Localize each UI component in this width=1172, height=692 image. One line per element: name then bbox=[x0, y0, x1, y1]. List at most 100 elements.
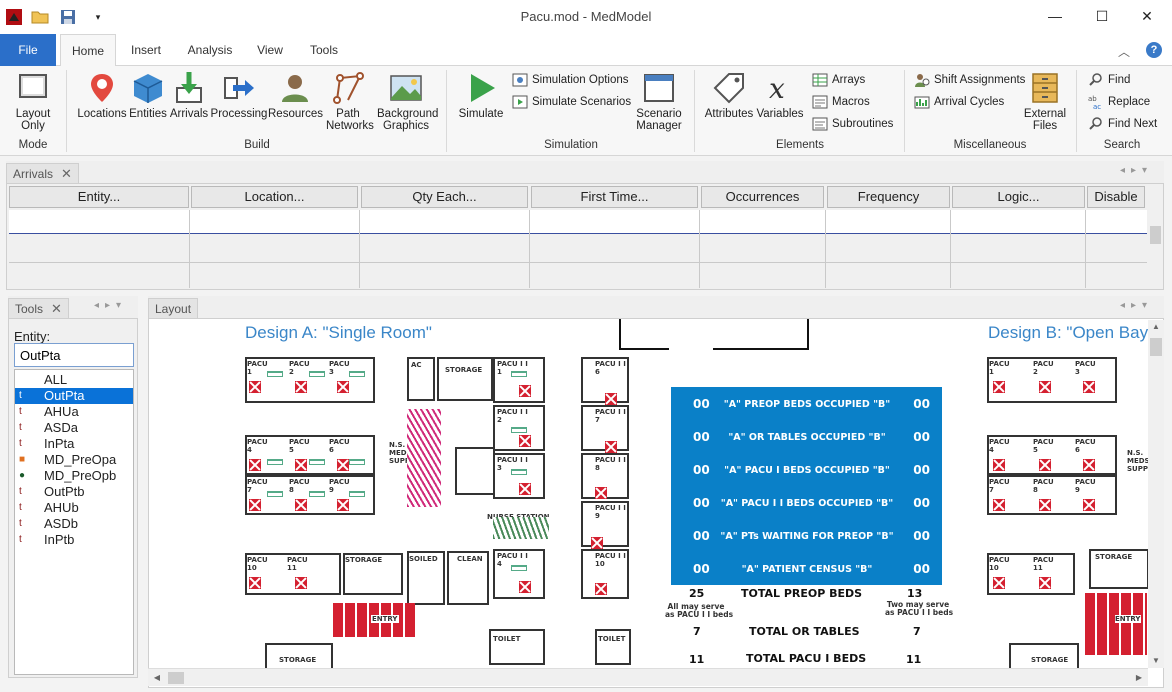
processing-button[interactable]: Processing bbox=[210, 70, 268, 120]
room-soiled[interactable] bbox=[407, 551, 445, 605]
external-files-button[interactable]: External Files bbox=[1020, 70, 1070, 132]
table-row[interactable] bbox=[9, 210, 1147, 234]
column-header-location[interactable]: Location... bbox=[191, 186, 358, 208]
column-header-entity[interactable]: Entity... bbox=[9, 186, 189, 208]
room-toilet-a[interactable] bbox=[489, 629, 545, 665]
tab-file[interactable]: File bbox=[0, 34, 56, 66]
save-icon[interactable] bbox=[58, 7, 78, 27]
locations-button[interactable]: Locations bbox=[76, 70, 128, 120]
list-item[interactable]: ALL bbox=[15, 372, 133, 388]
help-icon[interactable]: ? bbox=[1146, 42, 1162, 58]
scroll-down-icon[interactable]: ▼ bbox=[1152, 656, 1160, 665]
entity-input[interactable] bbox=[14, 343, 134, 367]
column-header-first-time[interactable]: First Time... bbox=[531, 186, 698, 208]
room-ac[interactable] bbox=[407, 357, 435, 401]
nurse-station-core[interactable] bbox=[455, 447, 495, 495]
tab-home[interactable]: Home bbox=[60, 34, 116, 67]
scroll-up-icon[interactable]: ▲ bbox=[1152, 322, 1160, 331]
census-value-b: 00 bbox=[913, 397, 930, 411]
column-header-occurrences[interactable]: Occurrences bbox=[701, 186, 824, 208]
scroll-left-icon[interactable]: ◀ bbox=[153, 673, 161, 682]
tab-tools-panel[interactable]: Tools ✕ bbox=[8, 298, 69, 318]
room-pacu-ii-4[interactable] bbox=[493, 549, 545, 599]
simulate-button[interactable]: Simulate bbox=[456, 70, 506, 120]
room-storage-b[interactable] bbox=[437, 357, 493, 401]
simulation-options-button[interactable]: Simulation Options bbox=[512, 70, 629, 90]
room-pacu-ii-1[interactable] bbox=[493, 357, 545, 403]
room-clean[interactable] bbox=[447, 551, 489, 605]
tab-analysis[interactable]: Analysis bbox=[187, 43, 233, 57]
room-toilet-b[interactable] bbox=[595, 629, 631, 665]
arrivals-table[interactable]: Entity... Location... Qty Each... First … bbox=[6, 183, 1164, 290]
collapse-ribbon-icon[interactable]: ︿ bbox=[1118, 45, 1131, 59]
room-pacu-b-row-3[interactable] bbox=[987, 475, 1117, 515]
find-next-button[interactable]: Find Next bbox=[1088, 114, 1157, 134]
column-header-qty-each[interactable]: Qty Each... bbox=[361, 186, 528, 208]
room-pacu-b-row-2[interactable] bbox=[987, 435, 1117, 475]
arrivals-button[interactable]: Arrivals bbox=[168, 70, 210, 120]
entities-button[interactable]: Entities bbox=[128, 70, 168, 120]
scroll-right-icon[interactable]: ▶ bbox=[1135, 673, 1143, 682]
close-tab-icon[interactable]: ✕ bbox=[61, 165, 72, 181]
tab-scroll-icon[interactable]: ◂▸▾ bbox=[94, 300, 128, 311]
cart-icon bbox=[349, 491, 365, 497]
column-header-disable[interactable]: Disable bbox=[1087, 186, 1145, 208]
path-networks-button[interactable]: Path Networks bbox=[322, 70, 374, 132]
room-pacu-row-1[interactable] bbox=[245, 357, 375, 403]
find-button[interactable]: Find bbox=[1088, 70, 1130, 90]
simulate-scenarios-button[interactable]: Simulate Scenarios bbox=[512, 92, 631, 112]
arrays-button[interactable]: Arrays bbox=[812, 70, 865, 90]
maximize-button[interactable]: ☐ bbox=[1095, 7, 1109, 24]
shift-assignments-button[interactable]: Shift Assignments bbox=[914, 70, 1025, 90]
room-pacu-ii-9[interactable] bbox=[581, 501, 629, 547]
customize-qat-icon[interactable]: ▾ bbox=[95, 11, 101, 22]
tab-scroll-icon[interactable]: ◂▸▾ bbox=[1120, 300, 1154, 311]
tab-scroll-icon[interactable]: ◂▸▾ bbox=[1120, 165, 1154, 176]
tab-view[interactable]: View bbox=[257, 43, 283, 57]
macros-button[interactable]: Macros bbox=[812, 92, 870, 112]
column-header-logic[interactable]: Logic... bbox=[952, 186, 1085, 208]
scroll-thumb[interactable] bbox=[1150, 338, 1162, 356]
resources-button[interactable]: Resources bbox=[268, 70, 323, 120]
column-header-frequency[interactable]: Frequency bbox=[827, 186, 950, 208]
list-item[interactable]: ■MD_PreOpa bbox=[15, 452, 133, 468]
layout-vertical-scrollbar[interactable]: ▲ ▼ bbox=[1148, 320, 1164, 668]
scroll-thumb[interactable] bbox=[168, 672, 184, 684]
room-storage-b2[interactable] bbox=[1089, 549, 1149, 589]
scroll-thumb[interactable] bbox=[1150, 226, 1161, 244]
arrival-cycles-button[interactable]: Arrival Cycles bbox=[914, 92, 1004, 112]
close-button[interactable]: ✕ bbox=[1141, 7, 1153, 24]
layout-canvas[interactable]: Design A: "Single Room" Design B: "Open … bbox=[148, 318, 1164, 688]
room-pacu-b-row-1[interactable] bbox=[987, 357, 1117, 403]
layout-only-button[interactable]: Layout Only bbox=[8, 70, 58, 132]
arrivals-vertical-scrollbar[interactable] bbox=[1148, 210, 1163, 288]
open-folder-icon[interactable] bbox=[30, 7, 50, 27]
layout-horizontal-scrollbar[interactable]: ◀ ▶ bbox=[148, 668, 1148, 686]
tab-tools[interactable]: Tools bbox=[309, 43, 338, 57]
tab-arrivals[interactable]: Arrivals ✕ bbox=[6, 163, 79, 183]
close-tab-icon[interactable]: ✕ bbox=[51, 300, 62, 316]
list-item[interactable]: ●MD_PreOpb bbox=[15, 468, 133, 484]
room-pacu-row-4[interactable] bbox=[245, 553, 341, 595]
minimize-button[interactable]: — bbox=[1048, 8, 1062, 24]
room-storage-a[interactable] bbox=[343, 553, 403, 595]
scenario-manager-button[interactable]: Scenario Manager bbox=[632, 70, 686, 132]
tab-insert[interactable]: Insert bbox=[130, 43, 161, 57]
tab-layout[interactable]: Layout bbox=[148, 298, 199, 318]
variables-button[interactable]: x Variables bbox=[756, 70, 804, 120]
room-pacu-row-2[interactable] bbox=[245, 435, 375, 475]
background-graphics-button[interactable]: Background Graphics bbox=[374, 70, 438, 132]
attributes-button[interactable]: Attributes bbox=[702, 70, 756, 120]
room-pacu-row-3[interactable] bbox=[245, 475, 375, 515]
subroutines-button[interactable]: Subroutines bbox=[812, 114, 893, 134]
